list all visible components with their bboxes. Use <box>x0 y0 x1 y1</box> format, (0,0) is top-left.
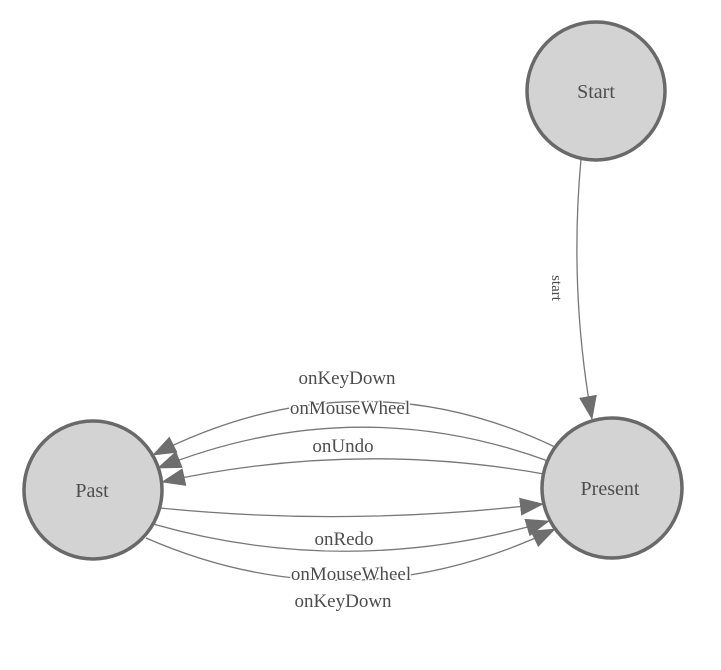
edge-label-group: start onKeyDown onMouseWheel onUndo onRe… <box>288 274 565 614</box>
state-node-start-circle[interactable] <box>525 20 667 162</box>
edge-label-onkeydown-bottom: onKeyDown <box>294 591 392 612</box>
state-node-present-label: Present <box>581 478 640 500</box>
state-node-start[interactable]: Start <box>525 20 667 162</box>
edge-label-onredo: onRedo <box>314 529 373 550</box>
edge-present-to-past-onmousewheel <box>157 426 549 469</box>
state-node-past-label: Past <box>75 480 109 502</box>
edge-label-start: start <box>548 275 564 302</box>
edge-past-to-present-onredo <box>159 497 544 518</box>
state-node-past-circle[interactable] <box>22 419 164 561</box>
edge-label-onundo: onUndo <box>312 436 373 457</box>
edge-past-to-present-onmousewheel <box>152 518 550 552</box>
edge-group <box>145 158 597 582</box>
state-node-past[interactable]: Past <box>22 419 164 561</box>
state-node-present-circle[interactable] <box>540 416 684 560</box>
edge-start-to-present <box>576 158 597 420</box>
edge-past-to-present-onkeydown <box>145 528 556 582</box>
edge-present-to-past-onundo <box>161 458 545 486</box>
state-node-present[interactable]: Present <box>540 416 684 560</box>
edge-label-onkeydown-top: onKeyDown <box>298 368 396 389</box>
state-node-start-label: Start <box>577 81 615 103</box>
edge-label-onmousewheel-top: onMouseWheel <box>290 398 410 419</box>
edge-present-to-past-onkeydown <box>152 400 556 456</box>
edge-label-onmousewheel-bottom: onMouseWheel <box>291 564 411 585</box>
